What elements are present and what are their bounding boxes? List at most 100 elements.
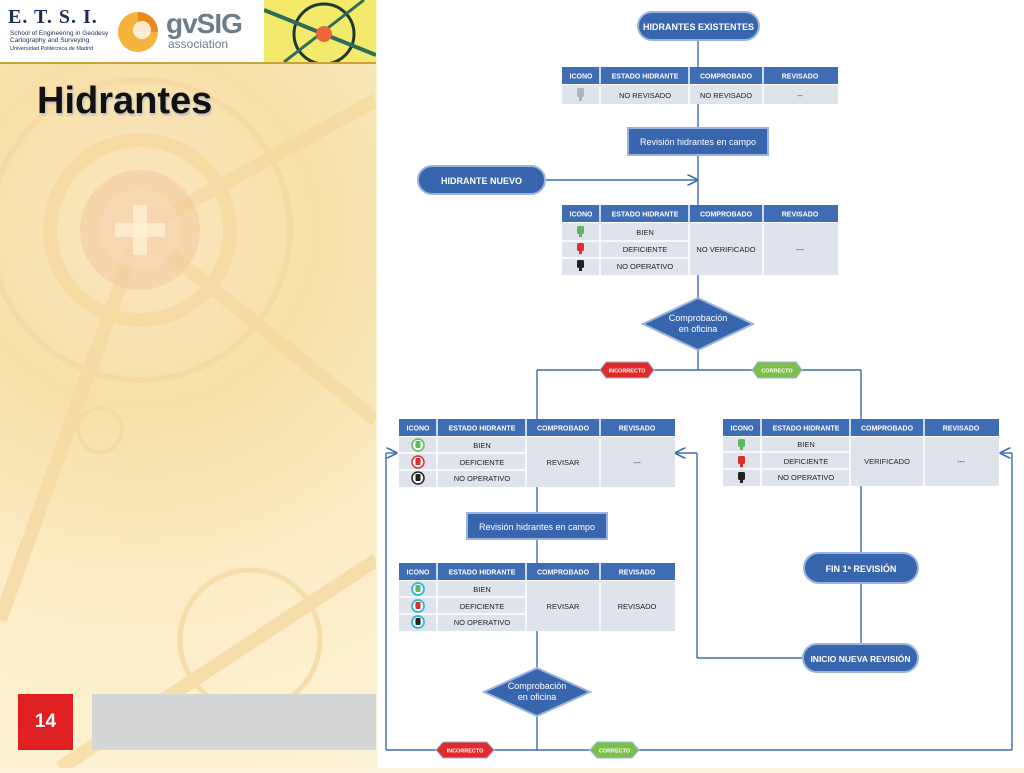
connector-lines xyxy=(385,40,1013,751)
table-4-comprobado: VERIFICADO xyxy=(864,457,910,466)
box-revision-campo-2-label: Revisión hidrantes en campo xyxy=(479,522,595,532)
box-revision-campo-1-label: Revisión hidrantes en campo xyxy=(640,137,756,147)
box-revision-campo-2: Revisión hidrantes en campo xyxy=(466,512,608,540)
node-hidrantes-existentes: HIDRANTES EXISTENTES xyxy=(637,11,760,41)
hydrant-red-icon xyxy=(738,456,745,467)
table-5-estado-no-operativo: NO OPERATIVO xyxy=(454,618,511,627)
hydrant-red-circle-icon xyxy=(411,455,425,469)
table-3-estado-bien: BIEN xyxy=(473,441,491,450)
table-5-estado-bien: BIEN xyxy=(473,585,491,594)
node-inicio-nueva-revision: INICIO NUEVA REVISIÓN xyxy=(802,643,919,673)
hydrant-cyan-red-icon xyxy=(411,599,425,613)
etsi-logo-line1: School of Engineering in Geodesy xyxy=(10,30,109,37)
page-number-badge: 14 xyxy=(18,694,73,750)
table-1-revisado: -- xyxy=(798,91,803,100)
table-2-estado-bien: BIEN xyxy=(636,228,654,237)
decision-2-line2: en oficina xyxy=(518,692,557,702)
table-1-header-comprobado: COMPROBADO xyxy=(700,74,753,81)
tag-correcto-2: CORRECTO xyxy=(589,741,640,759)
hydrant-green-icon xyxy=(577,226,584,237)
table-3-header-revisado: REVISADO xyxy=(619,426,656,433)
table-4-estado-no-operativo: NO OPERATIVO xyxy=(778,473,835,482)
node-hidrantes-existentes-label: HIDRANTES EXISTENTES xyxy=(643,22,754,32)
hydrant-black-icon xyxy=(577,260,584,271)
decision-2-line1: Comprobación xyxy=(508,681,567,691)
table-4-estado-deficiente: DEFICIENTE xyxy=(784,457,829,466)
table-5: ICONO ESTADO HIDRANTE COMPROBADO REVISAD… xyxy=(399,563,675,631)
hydrant-black-icon xyxy=(738,472,745,483)
etsi-logo-title: E. T. S. I. xyxy=(8,6,98,28)
table-5-estado-deficiente: DEFICIENTE xyxy=(460,602,505,611)
table-5-header-icono: ICONO xyxy=(407,570,431,577)
table-1-header-icono: ICONO xyxy=(570,74,594,81)
table-3-estado-deficiente: DEFICIENTE xyxy=(460,458,505,467)
table-2: ICONO ESTADO HIDRANTE COMPROBADO REVISAD… xyxy=(562,205,838,275)
table-2-header-revisado: REVISADO xyxy=(782,212,819,219)
hydrant-cyan-green-icon xyxy=(411,582,425,596)
table-1-comprobado: NO REVISADO xyxy=(700,91,752,100)
table-2-header-icono: ICONO xyxy=(570,212,594,219)
gvsig-logo-sub: association xyxy=(168,37,229,51)
table-2-header-comprobado: COMPROBADO xyxy=(700,212,753,219)
node-hidrante-nuevo-label: HIDRANTE NUEVO xyxy=(441,176,522,186)
table-3-revisado: --- xyxy=(633,458,641,467)
etsi-logo-line2: Cartography and Surveying xyxy=(10,37,90,44)
table-1: ICONO ESTADO HIDRANTE COMPROBADO REVISAD… xyxy=(562,67,838,104)
tag-correcto-2-label: CORRECTO xyxy=(599,749,631,755)
hydrant-green-circle-icon xyxy=(411,438,425,452)
table-3-estado-no-operativo: NO OPERATIVO xyxy=(454,474,511,483)
hidrantes-flowchart: HIDRANTES EXISTENTES ICONO ESTADO HIDRAN… xyxy=(385,11,1013,759)
table-2-estado-deficiente: DEFICIENTE xyxy=(623,245,668,254)
table-3-header-estado: ESTADO HIDRANTE xyxy=(449,426,516,433)
decorative-graphic xyxy=(264,0,376,62)
footer-bar xyxy=(92,694,376,750)
node-hidrante-nuevo: HIDRANTE NUEVO xyxy=(417,165,546,195)
table-5-header-estado: ESTADO HIDRANTE xyxy=(449,570,516,577)
table-1-header-revisado: REVISADO xyxy=(782,74,819,81)
table-5-comprobado: REVISAR xyxy=(547,602,581,611)
header-logo-bar: E. T. S. I. School of Engineering in Geo… xyxy=(0,0,376,64)
table-3: ICONO ESTADO HIDRANTE COMPROBADO REVISAD… xyxy=(399,419,675,487)
table-3-header-comprobado: COMPROBADO xyxy=(537,426,590,433)
table-5-header-comprobado: COMPROBADO xyxy=(537,570,590,577)
decision-1-line2: en oficina xyxy=(679,324,718,334)
tag-incorrecto-2: INCORRECTO xyxy=(435,741,495,759)
decision-comprobacion-2: Comprobación en oficina xyxy=(481,666,593,718)
tag-incorrecto-2-label: INCORRECTO xyxy=(447,749,485,755)
table-2-comprobado: NO VERIFICADO xyxy=(696,245,755,254)
table-5-header-revisado: REVISADO xyxy=(619,570,656,577)
node-fin-revision-label: FIN 1ª REVISIÓN xyxy=(826,563,897,574)
table-4-header-comprobado: COMPROBADO xyxy=(861,426,914,433)
tag-correcto-1: CORRECTO xyxy=(751,361,803,379)
table-4-header-revisado: REVISADO xyxy=(943,426,980,433)
gvsig-logo-icon xyxy=(118,12,158,52)
table-4-header-estado: ESTADO HIDRANTE xyxy=(773,426,840,433)
hydrant-green-icon xyxy=(738,439,745,450)
tag-incorrecto-1-label: INCORRECTO xyxy=(609,369,647,375)
table-4-revisado: --- xyxy=(957,457,965,466)
table-3-comprobado: REVISAR xyxy=(547,458,581,467)
page-title: Hidrantes xyxy=(37,80,213,122)
gvsig-logo-text: gvSIG xyxy=(166,8,243,39)
hydrant-cyan-black-icon xyxy=(411,615,425,629)
table-2-estado-no-operativo: NO OPERATIVO xyxy=(617,262,674,271)
hydrant-black-circle-icon xyxy=(411,471,425,485)
decision-comprobacion-1: Comprobación en oficina xyxy=(640,296,756,352)
table-4-header-icono: ICONO xyxy=(731,426,755,433)
node-inicio-nueva-revision-label: INICIO NUEVA REVISIÓN xyxy=(810,653,910,664)
table-1-estado: NO REVISADO xyxy=(619,91,671,100)
flowchart-panel: HIDRANTES EXISTENTES ICONO ESTADO HIDRAN… xyxy=(378,0,1024,768)
node-fin-revision: FIN 1ª REVISIÓN xyxy=(803,552,919,584)
table-1-header-estado: ESTADO HIDRANTE xyxy=(612,74,679,81)
hydrant-gray-icon xyxy=(577,88,584,101)
table-5-revisado: REVISADO xyxy=(618,602,657,611)
table-2-header-estado: ESTADO HIDRANTE xyxy=(612,212,679,219)
table-2-revisado: --- xyxy=(796,245,804,254)
hydrant-red-icon xyxy=(577,243,584,254)
table-4: ICONO ESTADO HIDRANTE COMPROBADO REVISAD… xyxy=(723,419,999,486)
tag-incorrecto-1: INCORRECTO xyxy=(599,361,655,379)
etsi-logo-line3: Universidad Politécnica de Madrid xyxy=(10,46,94,52)
decision-1-line1: Comprobación xyxy=(669,313,728,323)
table-4-estado-bien: BIEN xyxy=(797,440,815,449)
left-panel: E. T. S. I. School of Engineering in Geo… xyxy=(0,0,376,768)
